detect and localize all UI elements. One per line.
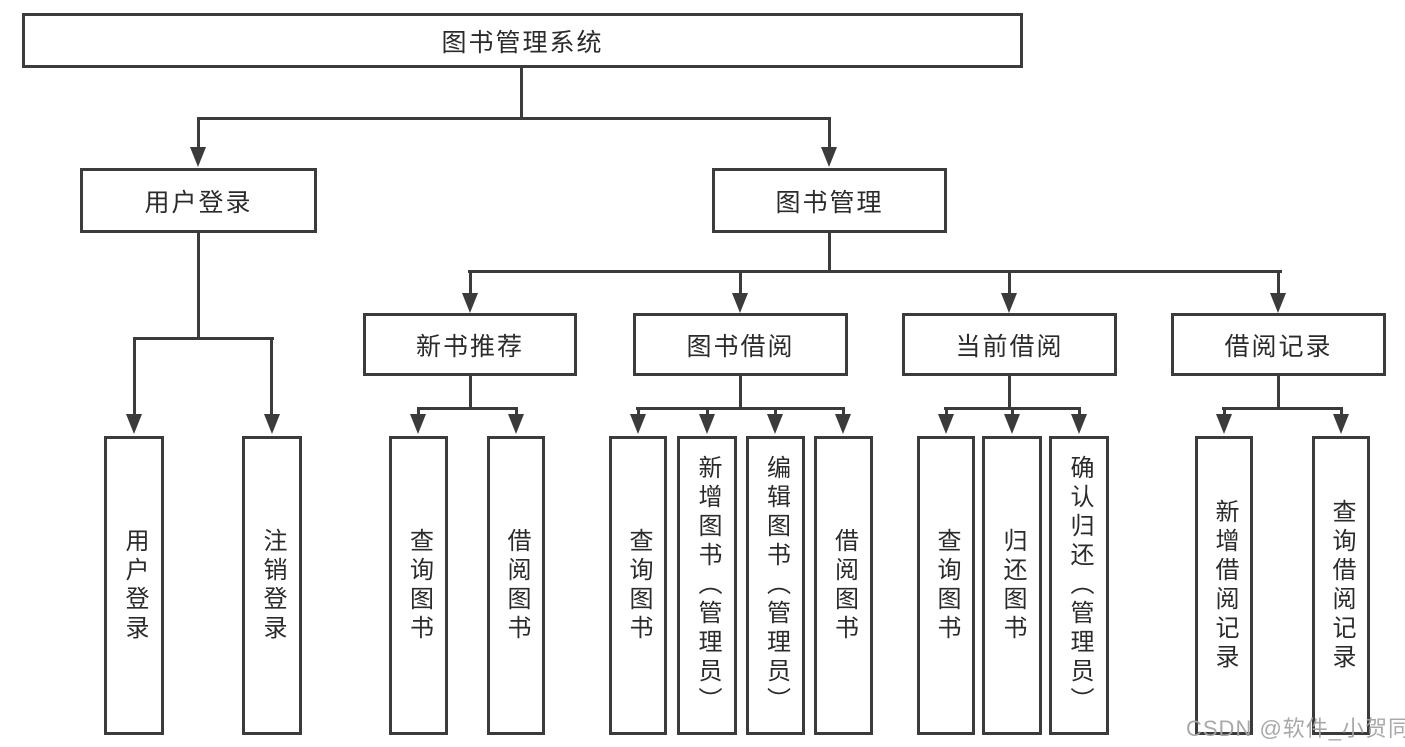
connector-book-borrowing-stem bbox=[739, 376, 742, 407]
connector-arm-br-add bbox=[1223, 407, 1226, 414]
arrow-down-current-borrowing bbox=[1001, 293, 1017, 313]
arrow-down-cb-confirm bbox=[1071, 414, 1087, 434]
arrow-down-cb-query bbox=[938, 414, 954, 434]
leaf-user-login: 用户登录 bbox=[104, 436, 164, 735]
connector-root-rail bbox=[197, 117, 831, 120]
connector-arm-bb-query bbox=[637, 407, 640, 414]
connector-arm-cb-query bbox=[945, 407, 948, 414]
node-book-borrowing: 图书借阅 bbox=[633, 313, 848, 376]
arrow-down-cb-return bbox=[1004, 414, 1020, 434]
arrow-down-br-add bbox=[1216, 414, 1232, 434]
connector-arm-leaf-logout bbox=[270, 337, 273, 414]
arrow-down-bb-query bbox=[630, 414, 646, 434]
arrow-down-user-login bbox=[190, 147, 206, 167]
arrow-down-new-book bbox=[462, 293, 478, 313]
arrow-down-book-management bbox=[821, 147, 837, 167]
leaf-nb-borrow-books: 借阅图书 bbox=[487, 436, 545, 735]
connector-arm-book-management bbox=[828, 117, 831, 147]
arrow-down-bb-edit bbox=[767, 414, 783, 434]
connector-arm-user-login bbox=[197, 117, 200, 147]
connector-arm-br-query bbox=[1340, 407, 1343, 414]
leaf-br-query-record: 查询借阅记录 bbox=[1312, 436, 1370, 735]
leaf-bb-query-books: 查询图书 bbox=[609, 436, 667, 735]
leaf-bb-add-books-admin: 新增图书（管理员） bbox=[677, 436, 737, 735]
connector-arm-new-book bbox=[469, 270, 472, 293]
node-current-borrowing: 当前借阅 bbox=[902, 313, 1117, 376]
node-new-book-recommendation: 新书推荐 bbox=[363, 313, 577, 376]
csdn-watermark: CSDN @软件_小贺同学 bbox=[1186, 716, 1405, 741]
connector-borrowing-records-stem bbox=[1277, 376, 1280, 407]
connector-current-borrowing-stem bbox=[1008, 376, 1011, 407]
arrow-down-nb-borrow bbox=[508, 414, 524, 434]
node-book-management: 图书管理 bbox=[712, 168, 947, 233]
node-borrowing-records: 借阅记录 bbox=[1171, 313, 1386, 376]
leaf-nb-query-books: 查询图书 bbox=[389, 436, 448, 735]
connector-book-management-rail bbox=[468, 270, 1282, 273]
arrow-down-nb-query bbox=[410, 414, 426, 434]
connector-borrowing-records-rail bbox=[1222, 407, 1343, 410]
leaf-cb-query-books: 查询图书 bbox=[917, 436, 975, 735]
connector-arm-leaf-user-login bbox=[133, 337, 136, 414]
leaf-br-add-record: 新增借阅记录 bbox=[1195, 436, 1253, 735]
node-user-login: 用户登录 bbox=[80, 168, 317, 233]
leaf-bb-edit-books-admin: 编辑图书（管理员） bbox=[746, 436, 805, 735]
connector-new-book-rail bbox=[417, 407, 518, 410]
connector-arm-borrowing-records bbox=[1277, 270, 1280, 293]
arrow-down-leaf-logout bbox=[264, 414, 280, 434]
node-library-management-system: 图书管理系统 bbox=[22, 13, 1023, 68]
arrow-down-borrowing-records bbox=[1270, 293, 1286, 313]
connector-arm-nb-borrow bbox=[515, 407, 518, 414]
connector-arm-book-borrowing bbox=[739, 270, 742, 293]
arrow-down-bb-add bbox=[699, 414, 715, 434]
connector-arm-nb-query bbox=[417, 407, 420, 414]
connector-arm-cb-confirm bbox=[1078, 407, 1081, 414]
connector-arm-bb-edit bbox=[774, 407, 777, 414]
arrow-down-br-query bbox=[1333, 414, 1349, 434]
connector-book-management-stem bbox=[828, 233, 831, 270]
connector-book-borrowing-rail bbox=[636, 407, 845, 410]
connector-arm-current-borrowing bbox=[1008, 270, 1011, 293]
connector-arm-bb-borrow bbox=[842, 407, 845, 414]
connector-arm-bb-add bbox=[706, 407, 709, 414]
leaf-cb-return-books: 归还图书 bbox=[982, 436, 1042, 735]
arrow-down-bb-borrow bbox=[835, 414, 851, 434]
connector-arm-cb-return bbox=[1011, 407, 1014, 414]
connector-root-stem bbox=[520, 68, 523, 117]
leaf-logout: 注销登录 bbox=[242, 436, 302, 735]
connector-user-login-rail bbox=[133, 337, 274, 340]
arrow-down-leaf-user-login bbox=[126, 414, 142, 434]
leaf-bb-borrow-books: 借阅图书 bbox=[814, 436, 873, 735]
connector-new-book-stem bbox=[469, 376, 472, 407]
leaf-cb-confirm-return-admin: 确认归还（管理员） bbox=[1049, 436, 1109, 735]
connector-user-login-stem bbox=[197, 233, 200, 337]
arrow-down-book-borrowing bbox=[732, 293, 748, 313]
